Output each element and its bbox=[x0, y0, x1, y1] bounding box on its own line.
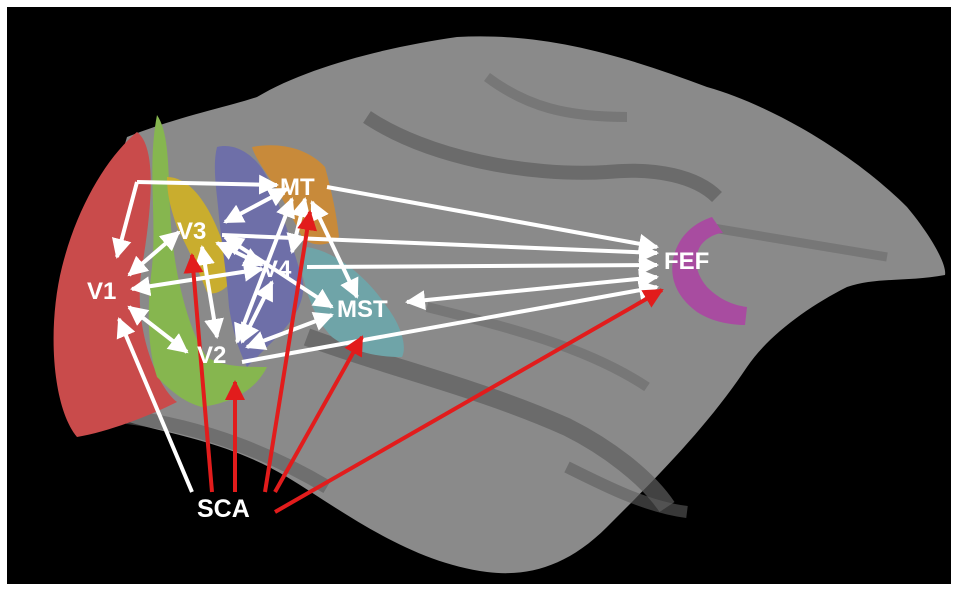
label-mst: MST bbox=[337, 296, 388, 323]
label-v2: V2 bbox=[197, 342, 226, 369]
arrow-v4-fef bbox=[307, 265, 657, 267]
label-fef: FEF bbox=[664, 248, 709, 275]
label-mt: MT bbox=[280, 174, 315, 201]
label-v4: V4 bbox=[262, 256, 292, 283]
label-v3: V3 bbox=[177, 218, 206, 245]
brain-connectivity-diagram: V1 V3 V4 V2 MT MST FEF SCA bbox=[7, 7, 951, 584]
label-v1: V1 bbox=[87, 278, 116, 305]
label-sca: SCA bbox=[197, 495, 250, 523]
figure-frame: V1 V3 V4 V2 MT MST FEF SCA bbox=[7, 7, 951, 584]
